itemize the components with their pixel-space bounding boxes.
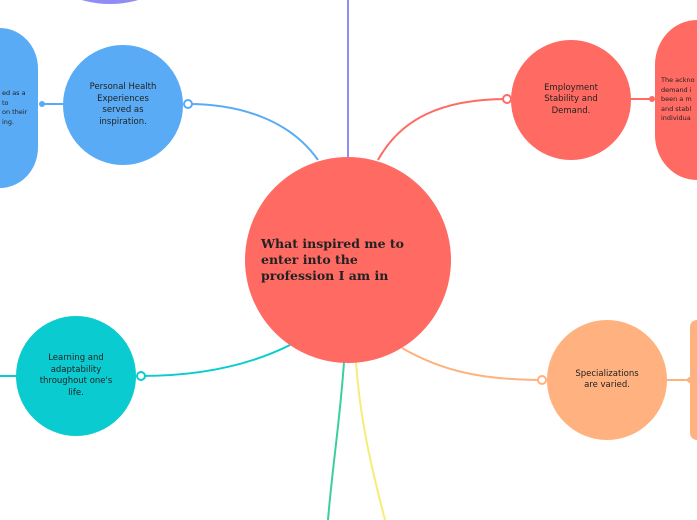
purple-node-partial[interactable] <box>50 0 170 4</box>
orange-child-node[interactable] <box>690 320 697 440</box>
node-personal-health[interactable]: Personal Health Experiences served as in… <box>63 45 183 165</box>
node-specializations[interactable]: Specializations are varied. <box>547 320 667 440</box>
collapse-handle-red[interactable] <box>502 94 512 104</box>
red-child-node[interactable]: The ackno demand i been a m and stabl in… <box>655 20 697 180</box>
connector-blue <box>187 103 319 161</box>
connector-orange <box>401 347 543 381</box>
connector-red <box>377 98 508 161</box>
connector-dot-blue <box>39 101 45 107</box>
connector-green <box>327 361 345 520</box>
central-topic[interactable]: What inspired me to enter into the profe… <box>245 157 451 363</box>
collapse-handle-orange[interactable] <box>537 375 547 385</box>
connector-yellow <box>355 361 386 520</box>
node-employment-stability[interactable]: Employment Stability and Demand. <box>511 40 631 160</box>
blue-child-node[interactable]: ed as a to on their ing. <box>0 28 38 188</box>
collapse-handle-teal[interactable] <box>136 371 146 381</box>
collapse-handle-blue[interactable] <box>183 99 193 109</box>
node-learning-adaptability[interactable]: Learning and adaptability throughout one… <box>16 316 136 436</box>
connector-teal <box>140 344 291 377</box>
connector-dot-red <box>649 96 655 102</box>
